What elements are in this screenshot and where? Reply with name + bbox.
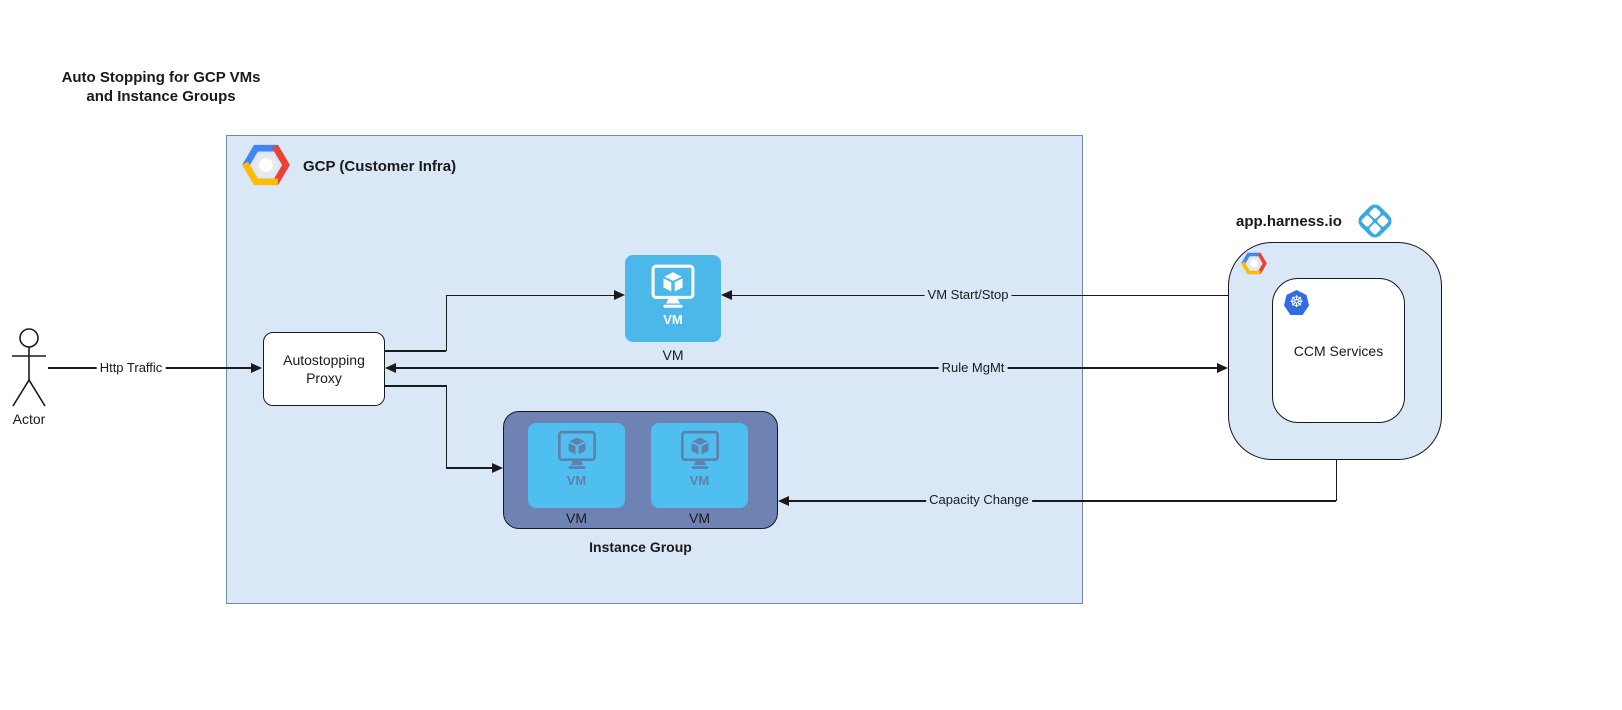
arrowhead-icon (385, 363, 396, 373)
rule-mgmt-line (396, 367, 1217, 369)
harness-label: app.harness.io (1236, 213, 1342, 230)
vm-monitor-icon (557, 430, 596, 471)
proxy-label-line1: Autostopping (283, 352, 365, 368)
proxy-to-ig-line (446, 467, 492, 469)
ig-vm-tile-text: VM (566, 473, 587, 488)
edge-label-vm-start-stop: VM Start/Stop (924, 286, 1012, 304)
arrowhead-icon (251, 363, 262, 373)
arrowhead-icon (721, 290, 732, 300)
gcp-logo-icon (240, 142, 292, 188)
proxy-to-vm-line (445, 295, 447, 351)
vm-monitor-icon (651, 264, 695, 310)
ig-vm-node: VM (528, 423, 625, 508)
vm-monitor-icon (680, 430, 719, 471)
proxy-label-line2: Proxy (306, 370, 342, 386)
ccm-services-label: CCM Services (1293, 342, 1384, 359)
proxy-to-vm-line (446, 294, 614, 296)
proxy-to-vm-line (385, 350, 446, 352)
ig-vm-caption: VM (689, 510, 710, 526)
capacity-change-line (1335, 460, 1337, 501)
autostopping-proxy-node: Autostopping Proxy (263, 332, 385, 406)
arrowhead-icon (492, 463, 503, 473)
diagram-title: Auto Stopping for GCP VMs and Instance G… (30, 68, 292, 106)
capacity-change-line (789, 500, 1336, 502)
proxy-to-ig-line (385, 385, 446, 387)
vm-tile-text: VM (663, 312, 683, 327)
ig-vm-tile-text: VM (689, 473, 710, 488)
arrowhead-icon (1217, 363, 1228, 373)
vm-caption: VM (662, 347, 684, 363)
instance-group-node: VM VM VM VM (503, 411, 778, 529)
diagram-title-line2: and Instance Groups (86, 88, 236, 105)
harness-logo-icon (1355, 201, 1395, 241)
arrowhead-icon (614, 290, 625, 300)
diagram-title-line1: Auto Stopping for GCP VMs (61, 69, 261, 86)
edge-label-http-traffic: Http Traffic (96, 359, 166, 377)
ig-vm-caption: VM (566, 510, 587, 526)
gcp-logo-small-icon (1240, 251, 1268, 276)
instance-group-caption: Instance Group (589, 539, 692, 555)
actor-figure-icon (12, 328, 46, 407)
ig-vm-node: VM (651, 423, 748, 508)
actor-label: Actor (12, 411, 46, 427)
gcp-container-label: GCP (Customer Infra) (303, 158, 457, 175)
edge-label-rule-mgmt: Rule MgMt (938, 359, 1008, 377)
proxy-to-ig-line (445, 385, 447, 468)
edge-label-capacity-change: Capacity Change (926, 491, 1032, 509)
vm-node: VM (625, 255, 721, 342)
arrowhead-icon (778, 496, 789, 506)
